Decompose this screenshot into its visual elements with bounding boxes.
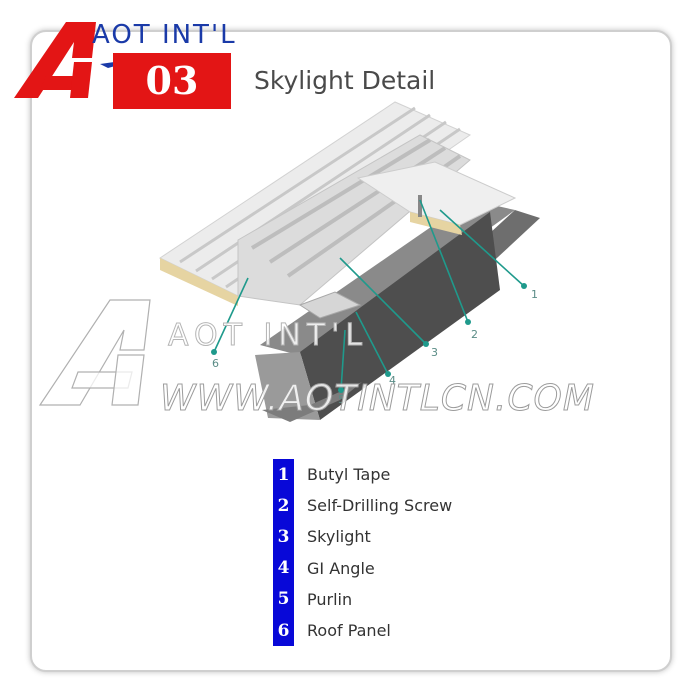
legend-number: 1	[273, 459, 294, 491]
leader-lines	[213, 199, 525, 391]
legend-number: 4	[273, 552, 294, 584]
purlin-beam	[255, 200, 540, 422]
watermark-logo-icon	[38, 299, 151, 406]
callout-1: 1	[531, 288, 538, 301]
self-drilling-screw	[418, 195, 422, 217]
legend-label: Self-Drilling Screw	[307, 496, 453, 516]
legend-number: 5	[273, 583, 294, 615]
page-title: Skylight Detail	[254, 66, 436, 95]
logo-text: AOT INT'L	[92, 20, 237, 50]
legend-item: 3 Skylight	[273, 521, 452, 553]
legend-item: 6 Roof Panel	[273, 614, 452, 647]
legend-item: 2 Self-Drilling Screw	[273, 490, 453, 522]
leader-endpoints	[211, 283, 527, 393]
legend-item: 5 Purlin	[273, 583, 452, 615]
legend-number: 2	[273, 490, 294, 522]
legend-number: 3	[273, 521, 294, 553]
legend-label: Purlin	[307, 589, 353, 609]
gi-angle	[298, 291, 362, 319]
section-number-badge: 03	[113, 53, 231, 109]
callout-2: 2	[471, 328, 478, 341]
watermark-logo-text: AOT INT'L	[167, 318, 369, 354]
legend-item: 1 Butyl Tape	[273, 459, 452, 491]
legend-label: GI Angle	[307, 558, 375, 578]
callout-3: 3	[431, 346, 438, 359]
callout-4: 4	[389, 374, 396, 387]
legend-item: 4 GI Angle	[273, 552, 452, 584]
legend-label: Skylight	[307, 527, 371, 547]
parts-legend: 1 Butyl Tape 2 Self-Drilling Screw 3 Sky…	[273, 459, 453, 647]
callout-numbers: 1 2 3 4 5 6	[212, 288, 538, 406]
watermark-url: WWW.AOTINTLCN.COM	[160, 378, 595, 420]
legend-label: Butyl Tape	[307, 465, 391, 485]
roof-panel-upper	[356, 161, 517, 235]
callout-5: 5	[338, 393, 345, 406]
legend-label: Roof Panel	[307, 621, 391, 641]
callout-6: 6	[212, 357, 219, 370]
legend-number: 6	[273, 614, 294, 647]
